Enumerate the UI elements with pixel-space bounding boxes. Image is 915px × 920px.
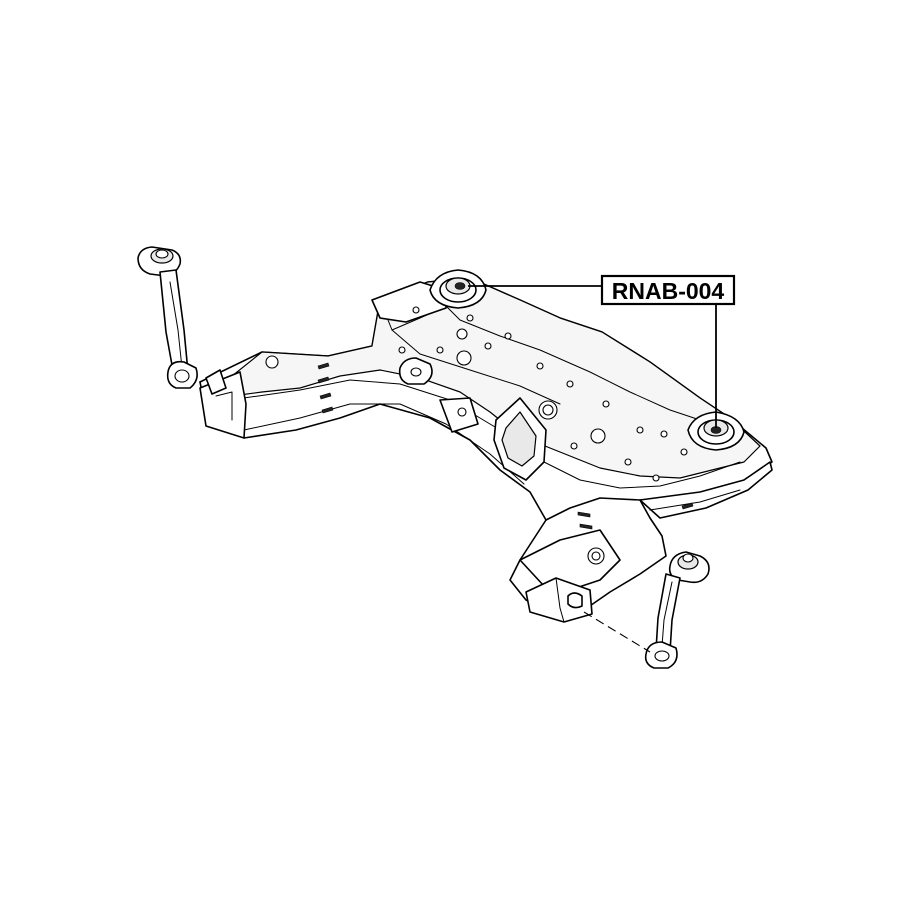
part-callout: RNAB-004 (468, 274, 736, 428)
part-number-label: RNAB-004 (612, 278, 725, 304)
left-stabilizer-link (137, 246, 198, 389)
right-arm-slots (577, 502, 694, 530)
subframe-body (199, 269, 773, 623)
left-arm-slots (317, 362, 334, 414)
alignment-dashed-line (583, 611, 651, 653)
subframe-mount-bushing (439, 277, 735, 445)
plate-holes (398, 306, 688, 482)
right-stabilizer-link (644, 551, 710, 669)
callout-box (600, 274, 736, 306)
